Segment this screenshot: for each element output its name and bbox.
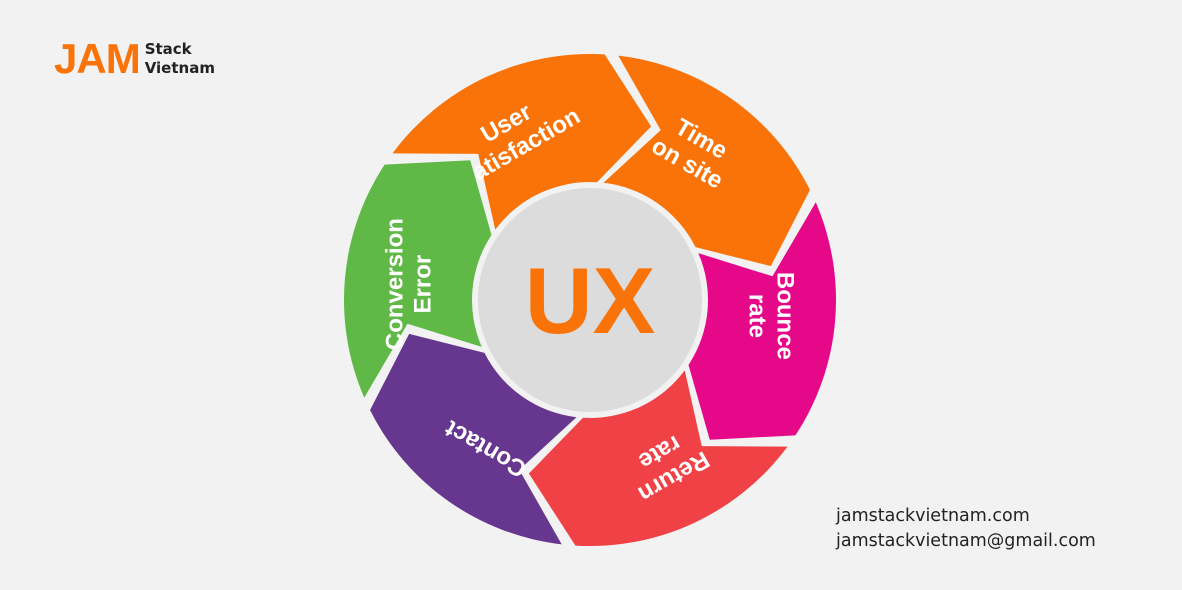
segment-label-conversion-error: ConversionError: [382, 218, 437, 350]
logo-vietnam: Vietnam: [144, 59, 215, 77]
segment-conversion-error: [343, 160, 492, 398]
segment-label-line: rate: [743, 294, 770, 338]
segment-label-line: Bounce: [771, 272, 798, 360]
segment-label-line: Conversion: [382, 218, 409, 350]
email-text: jamstackvietnam@gmail.com: [836, 531, 1096, 551]
segment-label-bounce-rate: Bouncerate: [743, 272, 798, 360]
center-circle: [478, 188, 702, 412]
segment-return-rate: [528, 370, 788, 547]
website-text: jamstackvietnam.com: [836, 506, 1030, 526]
segment-time-on-site: [603, 55, 810, 267]
logo-jam: JAM: [54, 35, 141, 82]
segment-bounce-rate: [688, 202, 837, 440]
segment-user-satisfaction: [392, 53, 652, 230]
segment-label-line: Error: [410, 255, 437, 314]
brand-logo: JAM Stack Vietnam: [54, 38, 215, 80]
logo-subtitle: Stack Vietnam: [145, 40, 215, 78]
logo-stack: Stack: [144, 40, 192, 58]
contact-info: jamstackvietnam.com jamstackvietnam@gmai…: [836, 504, 1096, 554]
center-label: UX: [525, 248, 656, 353]
segment-contact: [370, 333, 577, 545]
